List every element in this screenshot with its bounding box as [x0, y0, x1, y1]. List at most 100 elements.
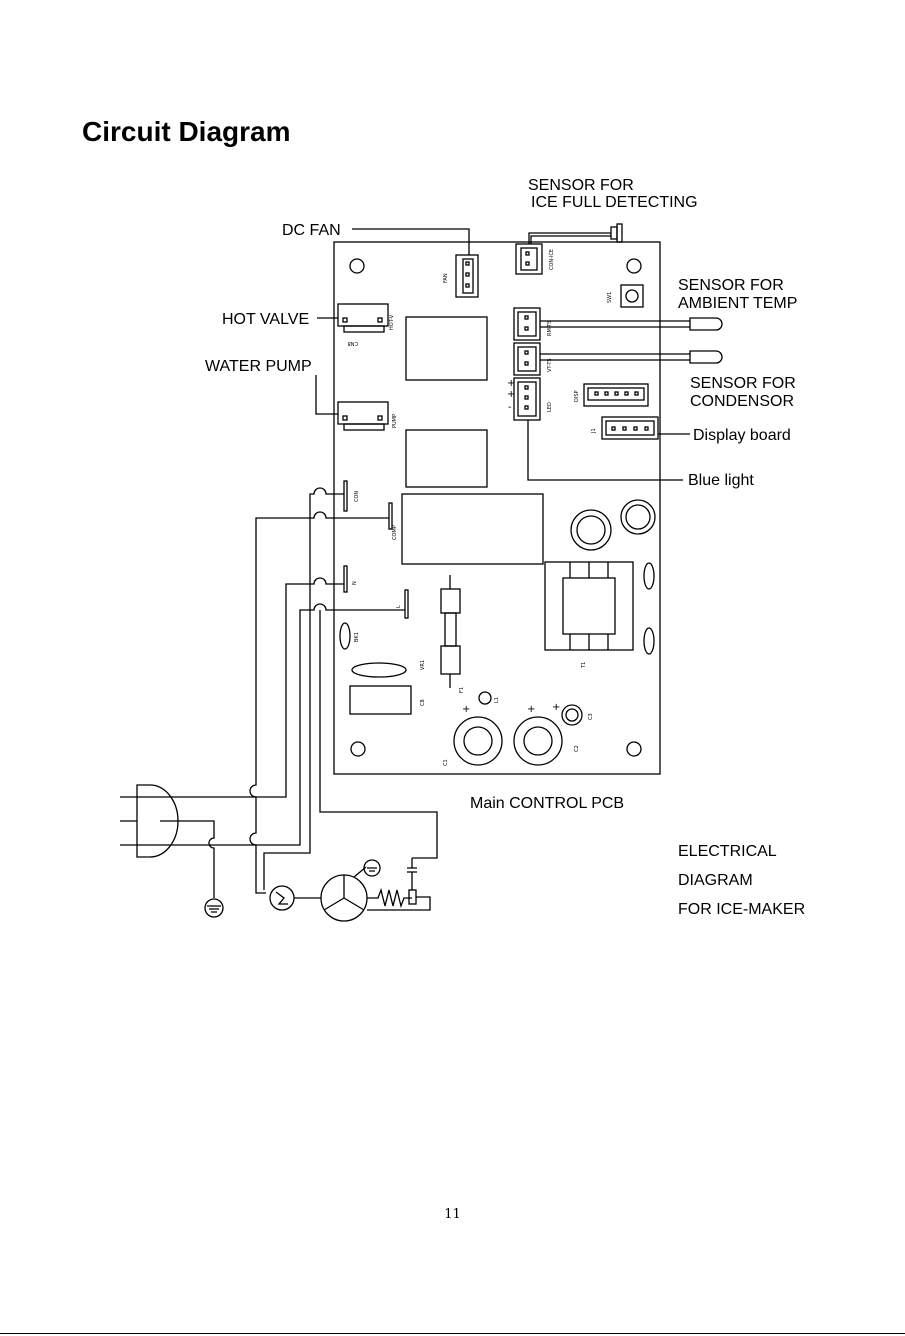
- varistor-vr1: [351, 662, 407, 678]
- switch-sw1: [620, 284, 644, 308]
- relay-1: [405, 316, 488, 381]
- capacitor-c4-outer: [570, 509, 612, 551]
- mark-l: L: [396, 605, 402, 608]
- mark-c2: C2: [574, 745, 580, 752]
- leader-dc-fan: [352, 228, 470, 255]
- label-electrical-1: ELECTRICAL: [678, 843, 777, 860]
- label-blue-light: Blue light: [688, 472, 754, 489]
- overload-protector: [269, 885, 295, 911]
- fuse-f1: [440, 575, 461, 688]
- connector-ambient-sensor: [513, 307, 541, 341]
- mark-disp: DISP: [574, 390, 580, 402]
- connector-water-pump: [337, 401, 389, 431]
- mark-c3: C3: [588, 713, 594, 720]
- page-bottom-rule: [0, 1333, 905, 1334]
- mounting-hole-top-left: [349, 258, 365, 274]
- page-title: Circuit Diagram: [82, 116, 291, 147]
- leader-blue-light: [527, 420, 683, 481]
- capacitor-small-inner: [565, 708, 579, 722]
- varistor-bk1: [339, 622, 351, 650]
- mounting-hole-bottom-left: [350, 741, 366, 757]
- leader-water-pump: [315, 375, 338, 415]
- label-water-pump: WATER PUMP: [205, 358, 312, 375]
- terminal-l: [404, 589, 409, 619]
- capacitor-c1-outer: [453, 716, 503, 766]
- relay-3: [401, 493, 544, 565]
- mark-l1: L1: [494, 697, 500, 703]
- mark-small-plus: +: [552, 702, 560, 713]
- connector-disp: [583, 383, 649, 407]
- label-sensor-ambient-1: SENSOR FOR: [678, 277, 784, 294]
- connector-condensor-sensor: [513, 342, 541, 376]
- label-sensor-condensor-1: SENSOR FOR: [690, 375, 796, 392]
- transformer-t1: [544, 561, 634, 651]
- mark-cn8: CN8: [348, 340, 358, 346]
- mark-comp: COMP: [392, 525, 398, 540]
- power-plug: [120, 784, 215, 898]
- pcb-board: [333, 241, 661, 775]
- connector-led: [513, 377, 541, 421]
- led-l1: [478, 691, 492, 705]
- varistor-right-1: [643, 562, 655, 590]
- sensor-ambient-probe: [540, 317, 723, 331]
- mark-c8: C8: [420, 699, 426, 706]
- capacitor-c3-outer: [620, 499, 656, 535]
- mark-c1-plus: +: [462, 704, 470, 715]
- compressor-motor: [320, 874, 368, 922]
- sensor-condensor-probe: [540, 350, 723, 364]
- mark-vr1: VR1: [420, 660, 426, 670]
- mark-rm-ts: RM-TS: [547, 321, 553, 336]
- mark-c2-plus: +: [527, 704, 535, 715]
- label-main-control-pcb: Main CONTROL PCB: [470, 795, 625, 812]
- mark-j1: J1: [591, 428, 597, 434]
- label-display-board: Display board: [693, 427, 791, 444]
- wire-l: [120, 603, 405, 846]
- motor-ground: [353, 859, 381, 878]
- mark-fan: FAN: [443, 273, 449, 283]
- label-electrical-2: DIAGRAM: [678, 872, 753, 889]
- mark-bk1: BK1: [354, 632, 360, 642]
- mark-c1: C1: [443, 759, 449, 766]
- mark-n: N: [352, 581, 358, 585]
- mark-led-minus: -: [508, 402, 512, 413]
- mounting-hole-top-right: [626, 258, 642, 274]
- wire-n: [120, 577, 344, 798]
- mounting-hole-bottom-right: [626, 741, 642, 757]
- mark-con: CON: [354, 491, 360, 502]
- capacitor-c4-inner: [576, 515, 606, 545]
- wire-con: [263, 487, 344, 890]
- capacitor-c2-inner: [523, 726, 553, 756]
- label-hot-valve: HOT VALVE: [222, 311, 310, 328]
- mark-pump: PUMP: [392, 414, 398, 428]
- label-electrical-3: FOR ICE-MAKER: [678, 901, 806, 918]
- mark-led-plus-2: +: [507, 389, 515, 400]
- label-sensor-condensor-2: CONDENSOR: [690, 393, 795, 410]
- label-sensor-ambient-2: AMBIENT TEMP: [678, 295, 798, 312]
- mark-hot-v: HOT-V: [389, 314, 395, 330]
- connector-ice-full-sensor: [515, 243, 543, 275]
- wire-comp: [249, 511, 389, 894]
- relay-2: [405, 429, 488, 488]
- label-sensor-ice-full-1: SENSOR FOR: [528, 177, 634, 194]
- sensor-ice-full-probe: [528, 223, 623, 244]
- mark-vt-ts: VT-TS: [547, 358, 553, 372]
- capacitor-c1-inner: [463, 726, 493, 756]
- terminal-con: [343, 480, 348, 512]
- terminal-comp: [388, 502, 393, 530]
- connector-fan: [455, 254, 479, 298]
- label-sensor-ice-full-2: ICE FULL DETECTING: [531, 194, 698, 211]
- mark-t1: T1: [581, 662, 587, 669]
- capacitor-small-outer: [561, 704, 583, 726]
- page-number: 11: [444, 1207, 461, 1222]
- mark-sw1: SW1: [607, 292, 613, 303]
- connector-j1-display-board: [601, 416, 659, 440]
- mark-f1: F1: [459, 687, 465, 693]
- mark-con-ice: CON-ICE: [549, 249, 555, 270]
- ground-symbol: [204, 898, 224, 918]
- capacitor-c8: [349, 685, 412, 715]
- capacitor-c2-outer: [513, 716, 563, 766]
- start-components: [367, 858, 431, 911]
- terminal-n: [343, 565, 348, 593]
- label-dc-fan: DC FAN: [282, 222, 341, 239]
